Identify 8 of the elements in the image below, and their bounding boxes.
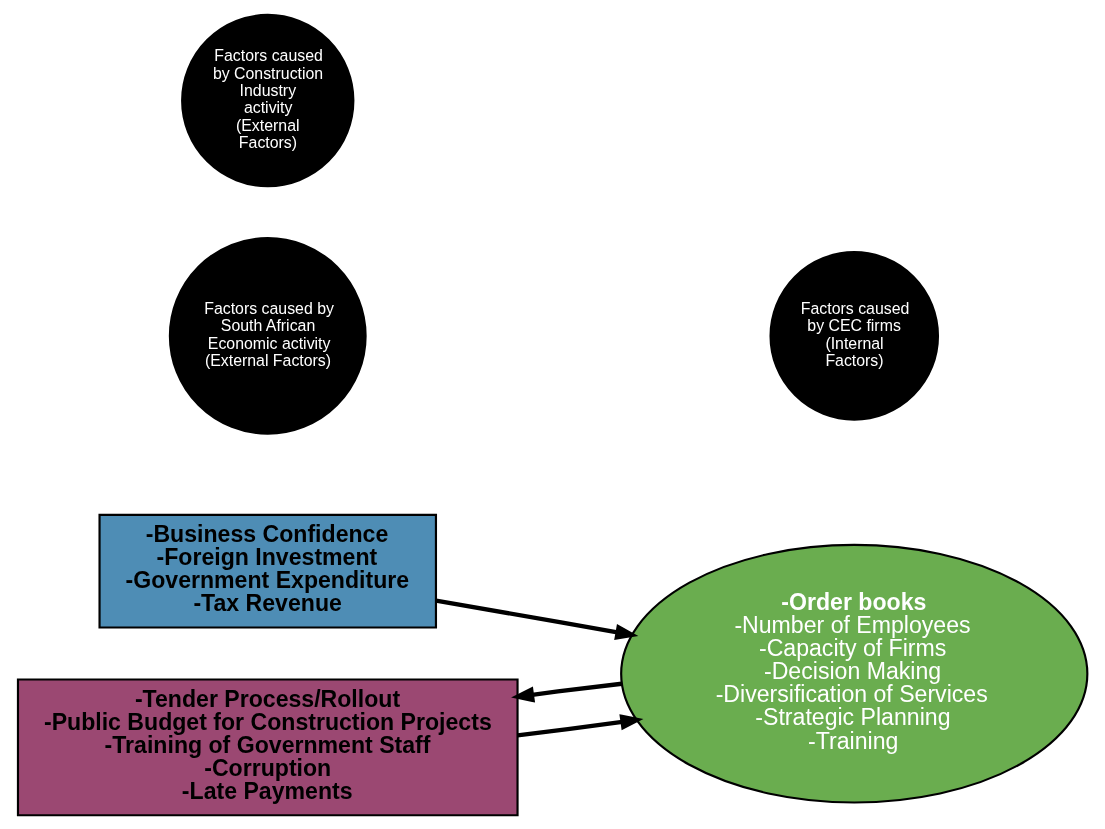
node-circle: Factors caused by South African Economic activity (External Factors) [168, 236, 367, 435]
node-box: -Business Confidence -Foreign Investment -Government Expenditure -Tax Revenue [98, 513, 438, 629]
arrow [517, 713, 644, 737]
node-circle: Factors caused by Construction Industry activity (External Factors) [181, 13, 355, 187]
arrow [511, 681, 623, 703]
node-box: -Tender Process/Rollout -Public Budget for Construction Projects -Training of Government Staff -Corruption -Late Payments [16, 677, 519, 816]
arrow [435, 597, 639, 640]
node-circle: Factors caused by CEC firms (Internal Factors) [769, 250, 940, 421]
